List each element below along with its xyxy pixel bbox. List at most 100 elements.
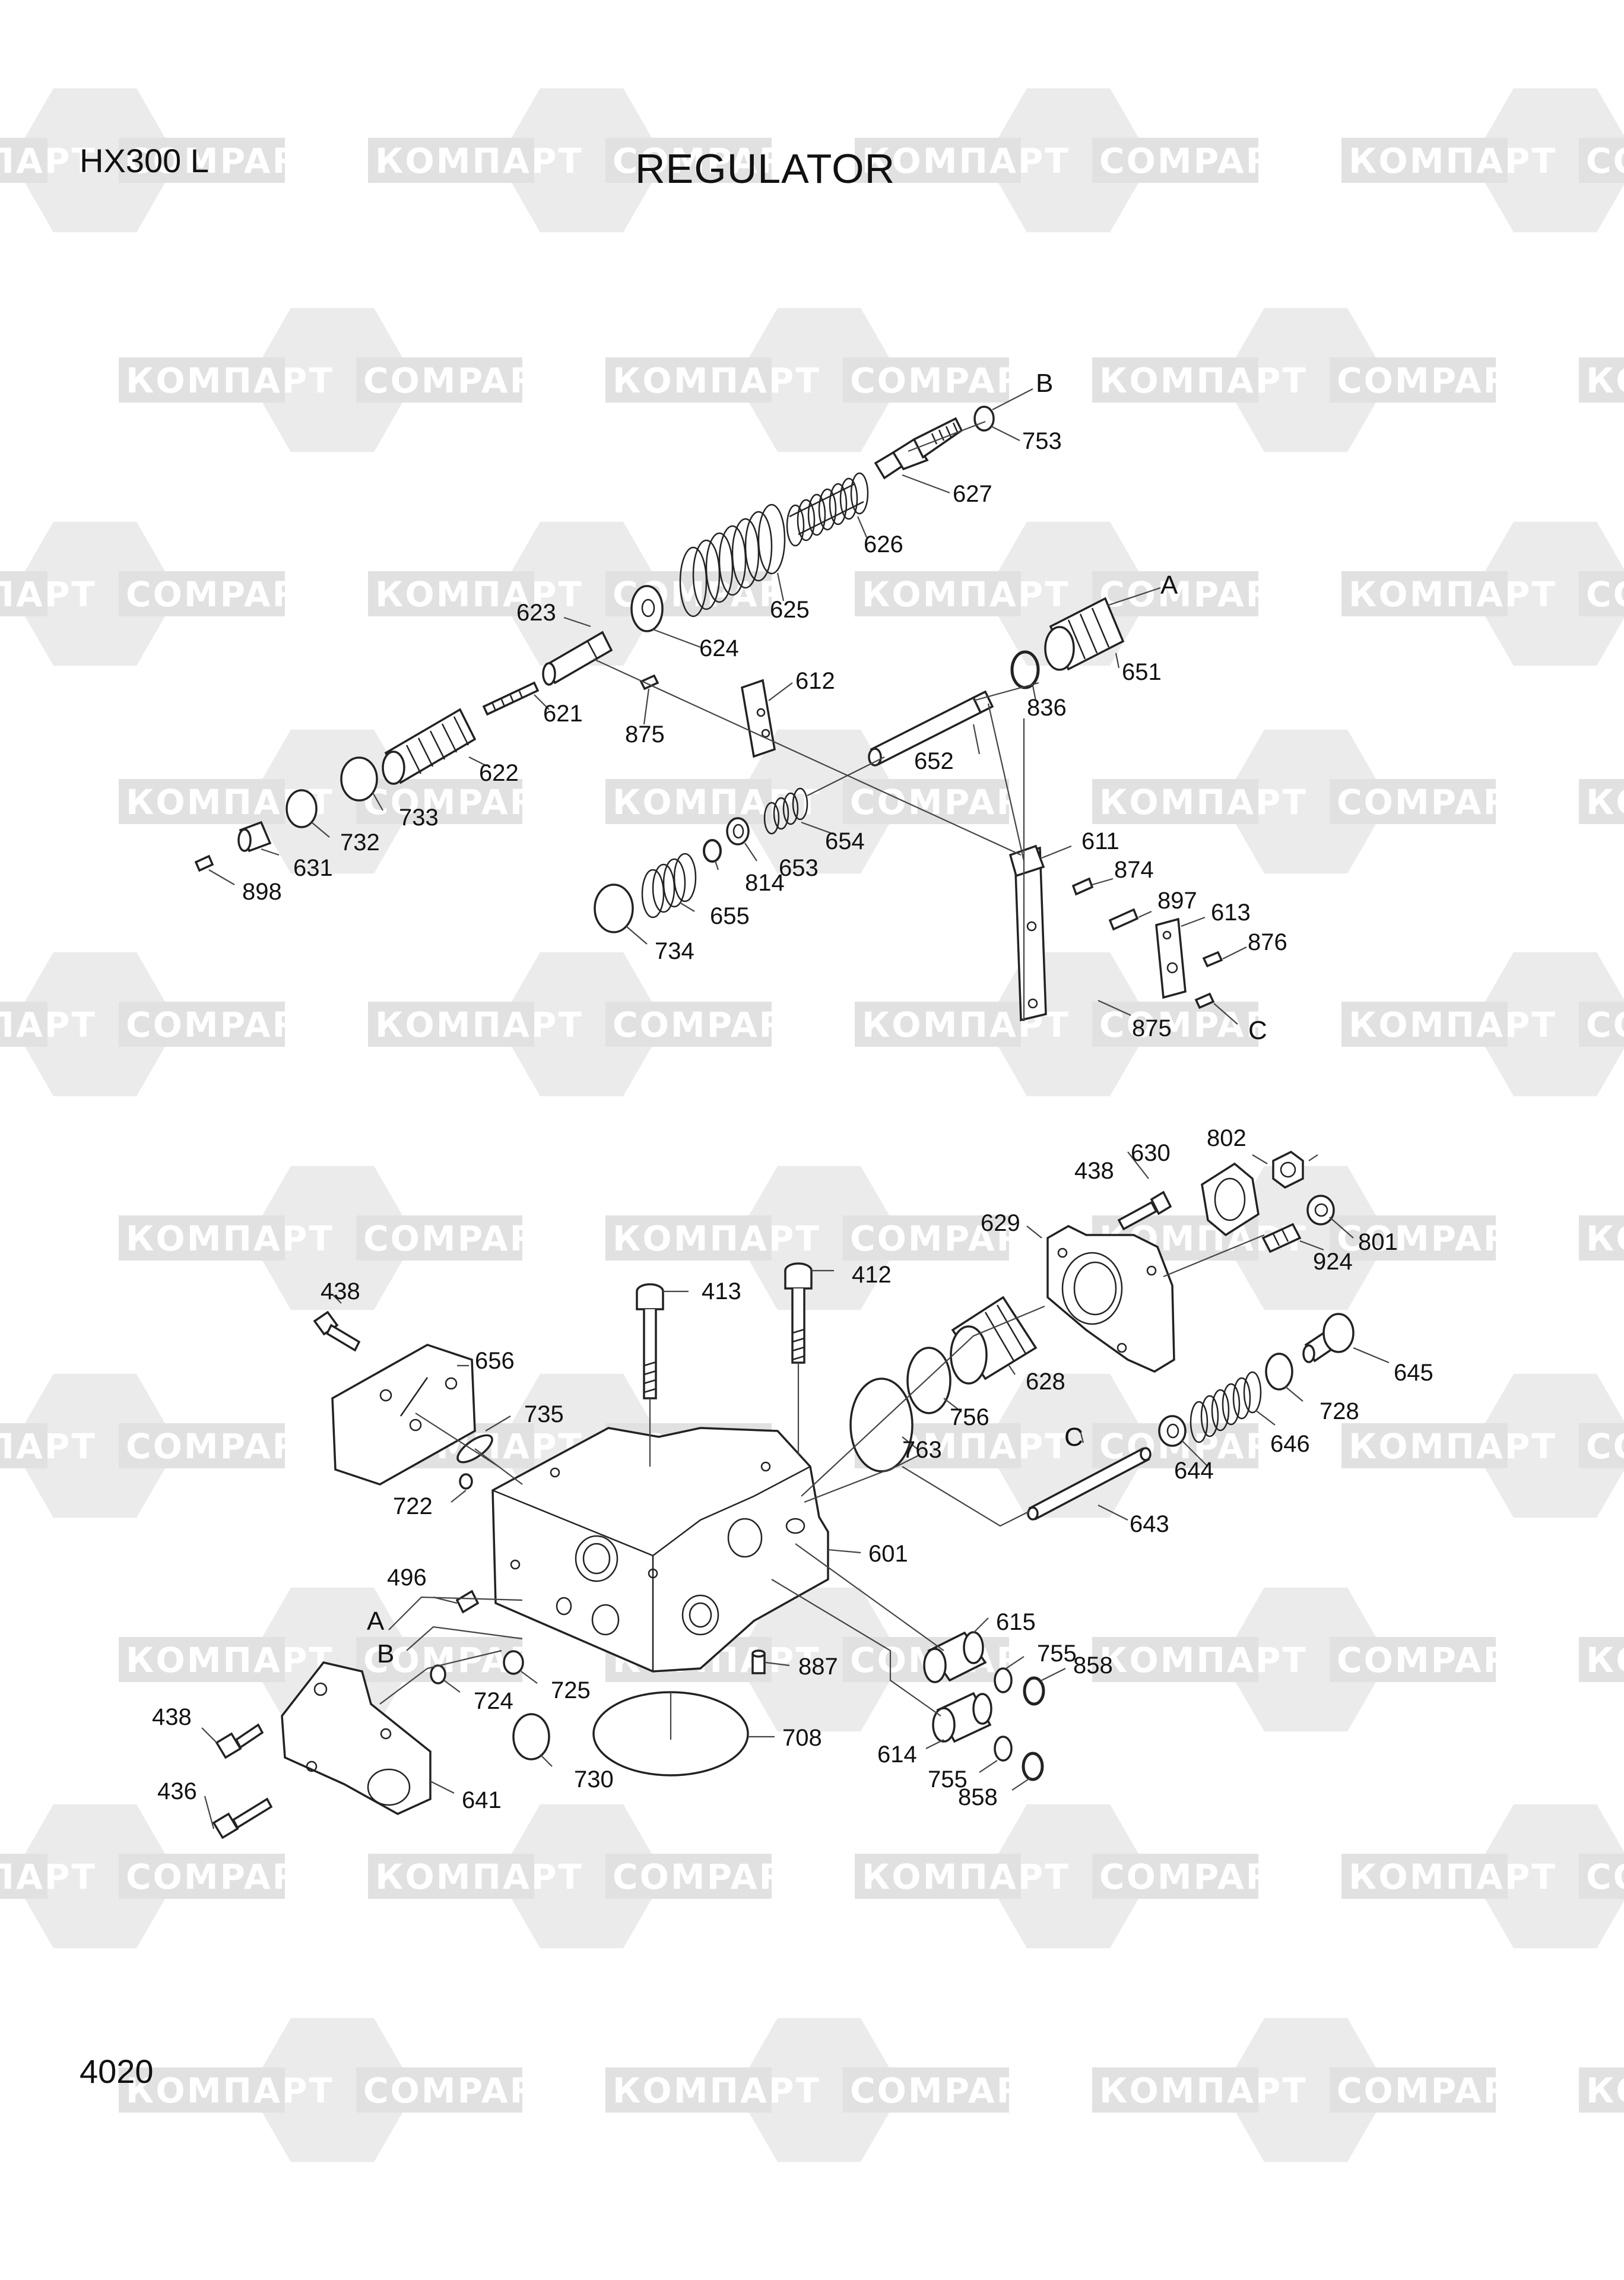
callout-656: 656 bbox=[475, 1348, 515, 1374]
callout-614: 614 bbox=[877, 1741, 917, 1768]
watermark-band bbox=[368, 138, 534, 183]
callout-875b: 875 bbox=[1132, 1015, 1172, 1041]
callout-753: 753 bbox=[1022, 428, 1062, 454]
watermark-band bbox=[1092, 138, 1258, 183]
part-858a-ring bbox=[1023, 1676, 1045, 1706]
part-651-sleeve bbox=[1044, 597, 1125, 671]
callout-728: 728 bbox=[1320, 1398, 1359, 1424]
part-628-piston bbox=[950, 1296, 1038, 1385]
part-436-bolt bbox=[212, 1797, 273, 1839]
watermark-hexagon bbox=[985, 88, 1152, 233]
watermark-text: COMPART bbox=[1586, 574, 1624, 615]
callout-734: 734 bbox=[655, 938, 694, 964]
callout-612: 612 bbox=[795, 668, 835, 694]
watermark-hexagon bbox=[12, 1804, 178, 1949]
watermark-text: КОМПАРТ bbox=[1099, 2070, 1308, 2111]
watermark-hexagon bbox=[985, 1804, 1152, 1949]
callout-732: 732 bbox=[340, 829, 380, 856]
part-653-seat bbox=[726, 817, 750, 846]
watermark-hexagon bbox=[12, 952, 178, 1097]
watermark-band bbox=[1330, 2067, 1496, 2113]
part-724-oring bbox=[430, 1664, 446, 1684]
watermark-band bbox=[605, 1854, 772, 1899]
watermark-hexagon bbox=[12, 521, 178, 666]
watermark-hexagon bbox=[249, 308, 415, 452]
callout-622: 622 bbox=[479, 760, 519, 786]
watermark-text: COMPART bbox=[613, 141, 811, 181]
callout-897: 897 bbox=[1157, 888, 1197, 914]
part-627-piston bbox=[874, 417, 963, 480]
callout-898: 898 bbox=[242, 879, 282, 905]
watermark-text: КОМПАРТ bbox=[126, 360, 334, 401]
watermark-band bbox=[1092, 1002, 1258, 1047]
watermark-band bbox=[1579, 357, 1624, 403]
part-756-oring bbox=[906, 1347, 951, 1414]
watermark-hexagon bbox=[736, 2018, 902, 2162]
watermark-text: КОМПАРТ bbox=[862, 574, 1070, 615]
part-836-snap-ring bbox=[1010, 650, 1040, 689]
watermark-text: КОМПАРТ bbox=[1586, 2070, 1624, 2111]
part-753-oring bbox=[973, 406, 995, 432]
watermark-band bbox=[0, 1423, 47, 1468]
watermark-text: COMPART bbox=[850, 1218, 1048, 1259]
callout-802: 802 bbox=[1207, 1125, 1246, 1151]
watermark-text: КОМПАРТ bbox=[375, 1857, 583, 1897]
watermark-text: COMPART bbox=[1337, 2070, 1535, 2111]
watermark-hexagon bbox=[499, 88, 665, 233]
watermark-text: COMPART bbox=[1586, 1426, 1624, 1467]
callout-496: 496 bbox=[387, 1565, 427, 1591]
watermark-band bbox=[1579, 1215, 1624, 1261]
watermark-text: COMPART bbox=[1337, 1640, 1535, 1680]
watermark-band bbox=[1579, 138, 1624, 183]
watermark-band bbox=[119, 1215, 285, 1261]
watermark-band bbox=[119, 779, 285, 824]
part-802-nut bbox=[1272, 1150, 1304, 1189]
part-641-cover bbox=[281, 1661, 432, 1815]
callout-641: 641 bbox=[462, 1787, 502, 1813]
watermark-hexagon bbox=[736, 729, 902, 874]
watermark-band bbox=[1579, 1854, 1624, 1899]
part-725-oring bbox=[503, 1650, 524, 1675]
watermark-band bbox=[119, 357, 285, 403]
watermark-text: COMPART bbox=[363, 360, 562, 401]
part-654-spring bbox=[763, 787, 808, 835]
callout-875a: 875 bbox=[625, 721, 665, 748]
watermark-band bbox=[356, 2067, 522, 2113]
watermark-band bbox=[119, 571, 285, 616]
watermark-hexagon bbox=[736, 308, 902, 452]
watermark-band bbox=[1330, 779, 1496, 824]
part-624-washer bbox=[630, 585, 664, 632]
watermark-band bbox=[356, 357, 522, 403]
watermark-text: COMPART bbox=[126, 1005, 324, 1045]
callout-628: 628 bbox=[1026, 1369, 1065, 1395]
watermark-band bbox=[368, 571, 534, 616]
watermark-hexagon bbox=[1472, 88, 1624, 233]
watermark-text: COMPART bbox=[126, 574, 324, 615]
part-655-spring bbox=[641, 853, 697, 919]
part-623-pin bbox=[542, 631, 613, 686]
watermark-text: COMPART bbox=[1337, 1218, 1535, 1259]
callout-613: 613 bbox=[1211, 900, 1251, 926]
watermark-band bbox=[119, 138, 285, 183]
watermark-text: COMPART bbox=[363, 782, 562, 822]
part-496-plug bbox=[455, 1589, 480, 1614]
watermark-text: КОМПАРТ bbox=[1586, 1218, 1624, 1259]
part-875a-pin bbox=[639, 674, 659, 691]
watermark-text: КОМПАРТ bbox=[0, 1426, 97, 1467]
part-644-seat bbox=[1158, 1415, 1187, 1447]
callout-858b: 858 bbox=[958, 1784, 998, 1810]
callout-625: 625 bbox=[770, 597, 810, 623]
watermark-hexagon bbox=[12, 88, 178, 233]
part-621-adjust-screw bbox=[482, 681, 540, 716]
part-412-bolt bbox=[784, 1262, 813, 1364]
watermark-band bbox=[368, 1002, 534, 1047]
part-615-plug bbox=[923, 1631, 987, 1683]
callout-413: 413 bbox=[702, 1278, 741, 1304]
part-924-screw bbox=[1261, 1223, 1302, 1253]
watermark-band bbox=[855, 1002, 1021, 1047]
watermark-text: КОМПАРТ bbox=[126, 1218, 334, 1259]
callout-630: 630 bbox=[1131, 1140, 1171, 1166]
watermark-hexagon bbox=[1472, 952, 1624, 1097]
